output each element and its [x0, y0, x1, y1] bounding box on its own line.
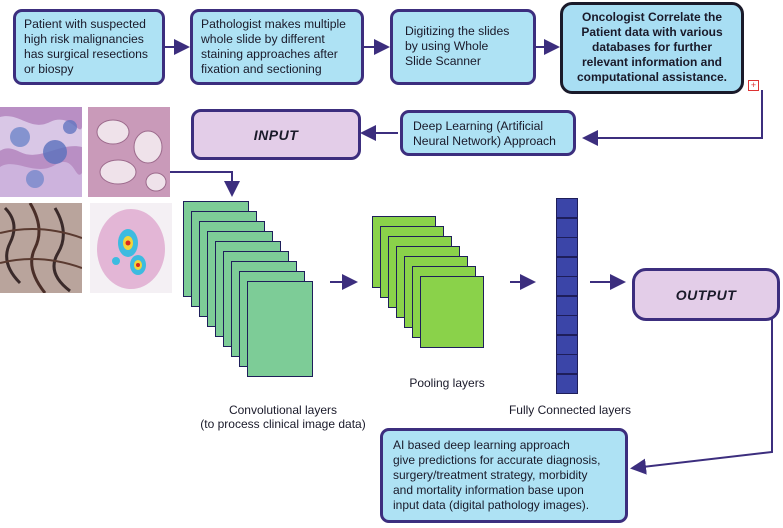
pooling-layers-label: Pooling layers [409, 376, 485, 390]
pathologist-text: Pathologist makes multiple whole slide b… [201, 17, 346, 76]
expand-icon[interactable]: + [748, 80, 759, 91]
fully-connected-layers-label: Fully Connected layers [508, 403, 632, 417]
fully-connected-neuron [556, 198, 578, 218]
patient-text: Patient with suspected high risk maligna… [24, 17, 148, 76]
output-label: OUTPUT [675, 286, 737, 303]
pathology-heatmap-image [90, 203, 172, 293]
oncologist-text: Oncologist Correlate the Patient data wi… [576, 10, 728, 84]
patient-box: Patient with suspected high risk maligna… [13, 9, 165, 85]
fully-connected-neuron [556, 354, 578, 374]
pathology-image-top-right [88, 107, 170, 197]
digitizing-box: Digitizing the slides by using Whole Sli… [390, 9, 536, 85]
fully-connected-neuron [556, 295, 578, 316]
result-box: AI based deep learning approach give pre… [380, 428, 628, 523]
convolutional-layers-label: Convolutional layers (to process clinica… [200, 403, 366, 431]
oncologist-box: Oncologist Correlate the Patient data wi… [560, 2, 744, 94]
arrow-output-to-result [630, 305, 773, 475]
fully-connected-neuron [556, 217, 578, 238]
output-box: OUTPUT [632, 268, 780, 321]
deep-learning-box: Deep Learning (Artificial Neural Network… [400, 110, 576, 156]
fully-connected-neuron [556, 334, 578, 355]
convolutional-layer-sheet [247, 281, 313, 377]
pathology-image-bottom-left [0, 203, 82, 293]
digitizing-text: Digitizing the slides by using Whole Sli… [405, 24, 510, 68]
fully-connected-neuron [556, 256, 578, 277]
input-label: INPUT [253, 126, 299, 143]
result-text: AI based deep learning approach give pre… [393, 438, 601, 512]
arrow-oncologist-to-deeplearning [582, 90, 763, 146]
fully-connected-neuron [556, 315, 578, 335]
pathologist-box: Pathologist makes multiple whole slide b… [190, 9, 364, 85]
fully-connected-neuron [556, 237, 578, 257]
fully-connected-neuron [556, 276, 578, 296]
arrow-images-to-conv [170, 171, 240, 197]
fully-connected-neuron [556, 373, 578, 394]
input-box: INPUT [191, 109, 361, 160]
pathology-image-top-left [0, 107, 82, 197]
pooling-layer-sheet [420, 276, 484, 348]
deep-learning-text: Deep Learning (Artificial Neural Network… [413, 119, 556, 148]
